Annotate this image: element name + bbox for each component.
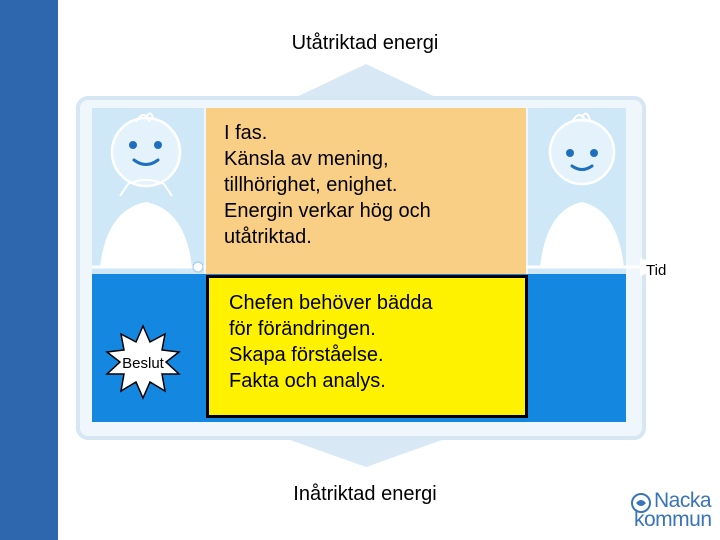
outward-energy-label: Utåtriktad energi [240, 32, 490, 55]
phase-description-box: I fas. Känsla av mening, tillhörighet, e… [206, 108, 526, 274]
time-axis-label: Tid [646, 262, 666, 279]
logo-line-2: kommun [634, 509, 712, 530]
down-arrow-head [290, 440, 442, 467]
up-arrow-head [290, 64, 442, 100]
time-axis-dot [193, 262, 203, 272]
inward-energy-label: Inåtriktad energi [240, 483, 490, 506]
action-description-box: Chefen behöver bädda för förändringen. S… [206, 275, 528, 418]
beslut-label: Beslut [110, 355, 176, 372]
water-right [528, 274, 626, 422]
